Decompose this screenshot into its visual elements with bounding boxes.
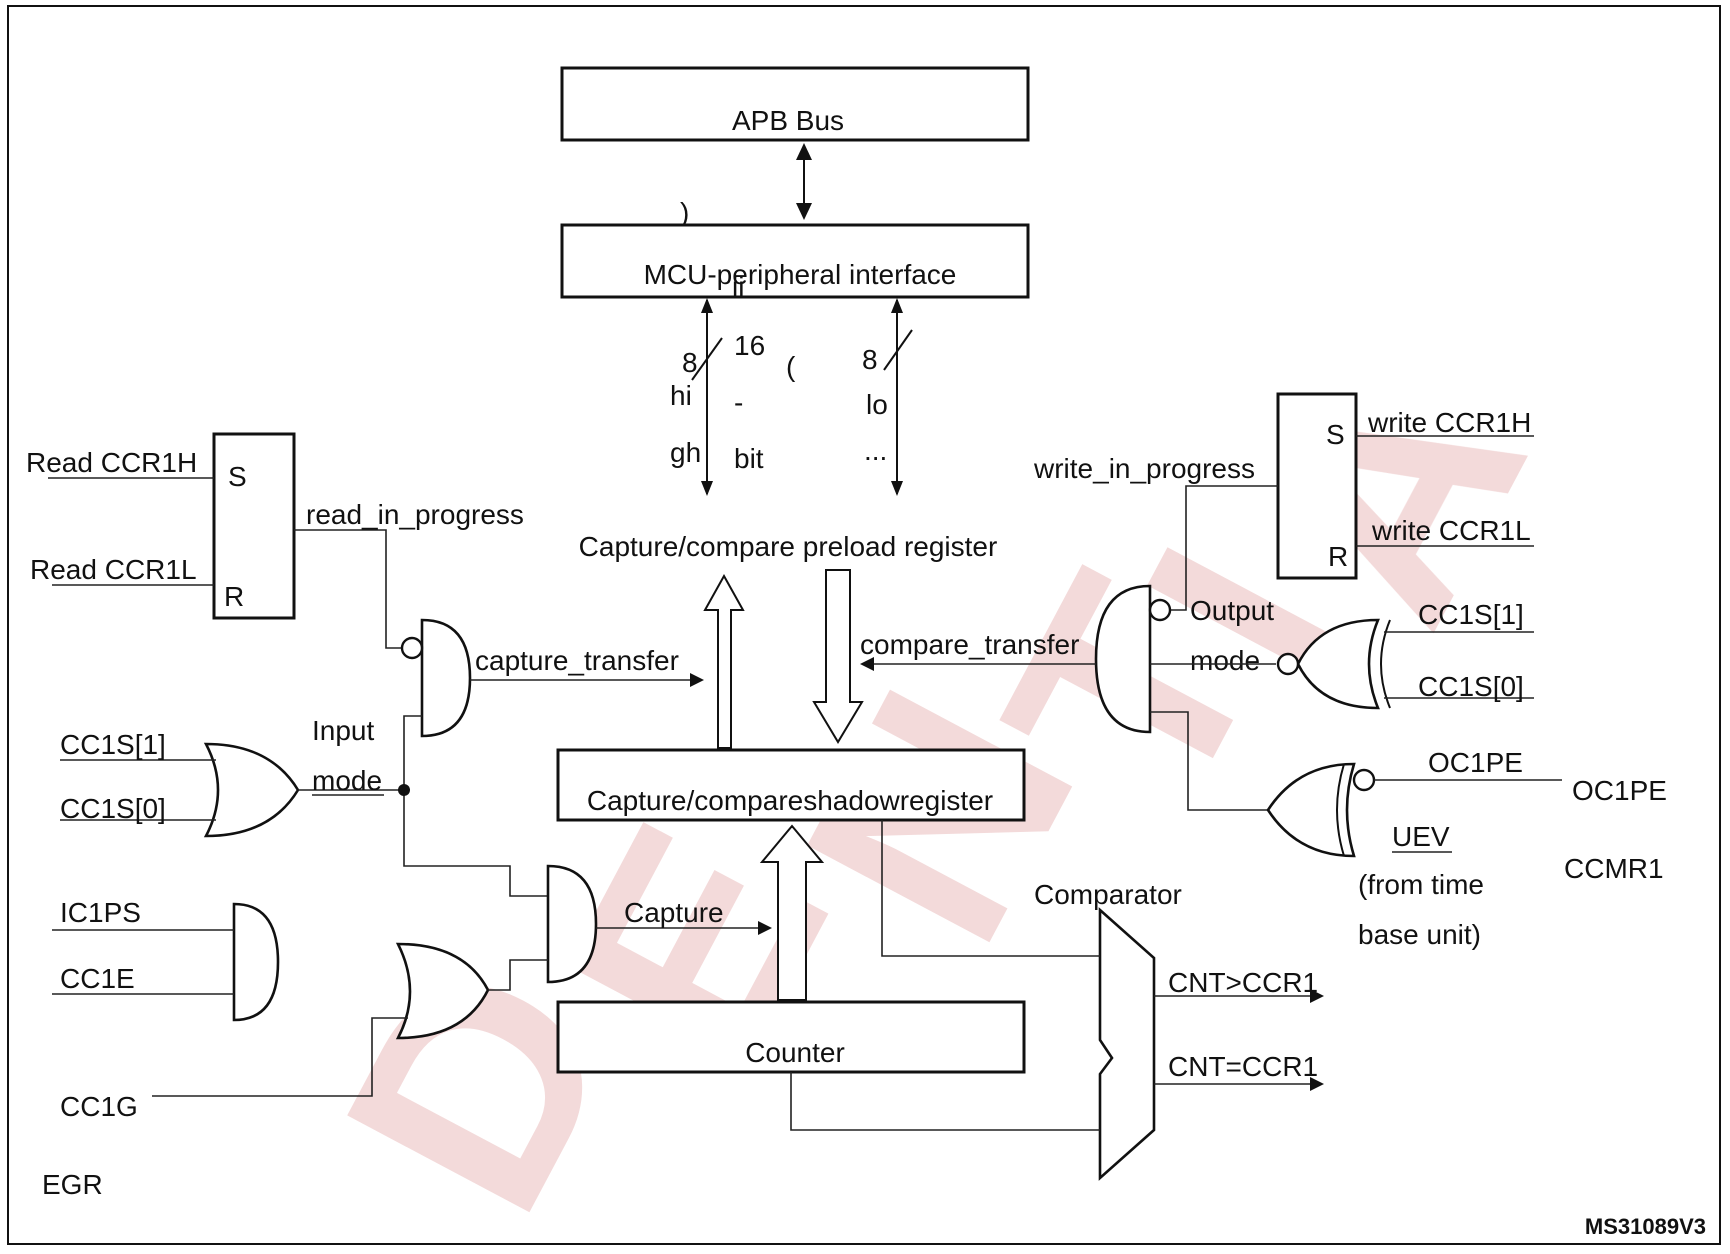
compare-down-arrow [812,569,864,744]
capture-label: Capture [624,897,724,928]
shadow-register-label: Capture/compareshadowregister [587,785,993,816]
capture-source-or-gate [395,942,490,1040]
cnt-eq-label: CNT=CCR1 [1168,1051,1318,1082]
bus-gh: gh [670,437,701,468]
oc1pe-register-label: OC1PE [1572,775,1667,806]
cc1s0-left-label: CC1S[0] [60,793,166,824]
write-in-progress-wire [1170,485,1278,611]
cc1g-wire [152,1017,408,1097]
counter-block [556,1000,1026,1074]
diagram-frame [7,5,1721,1245]
compare-transfer-label: compare_transfer [860,629,1079,660]
write-latch [1276,392,1358,580]
input-mode-label: mode [312,765,382,796]
preload-register-label: Capture/compare preload register [579,531,998,562]
bus-bit: bit [734,443,764,474]
write-ccr1l-label: write CCR1L [1371,515,1531,546]
bus-eight-low: 8 [862,344,878,375]
counter-to-comparator-wire [790,1072,1100,1131]
output-mode-label: mode [1190,645,1260,676]
base-unit-label: base unit) [1358,919,1481,950]
mcu-interface-block [560,223,1030,299]
oc1pe-nor-gate [1266,762,1356,858]
input-label: Input [312,715,374,746]
read-in-progress-wire [294,529,402,649]
capture-up-arrow [703,573,745,749]
comparator-label: Comparator [1034,879,1182,910]
capture-transfer-inverter-bubble [400,636,424,660]
compare-transfer-inverter-bubble [1148,598,1172,622]
write-in-progress-label: write_in_progress [1033,453,1255,484]
apb-bus-label: APB Bus [732,105,844,136]
ic1ps-cc1e-and-gate [232,902,280,1022]
figure-code: MS31089V3 [1585,1214,1706,1239]
shadow-register-block [556,748,1026,822]
input-mode-junction [398,784,410,796]
oc1pe-inverter-bubble [1352,768,1376,792]
write-ccr1h-label: write CCR1H [1367,407,1531,438]
read-latch-pin-s: S [228,461,247,492]
cc1s0-right-label: CC1S[0] [1418,671,1524,702]
comparator-block [1098,907,1156,1181]
capture-and-gate [546,864,598,984]
read-latch [212,432,296,620]
apb-bus-block [560,66,1030,142]
output-mode-nor-bubble [1276,652,1300,676]
compare-transfer-and-gate [1094,584,1152,734]
capture-transfer-and-gate [420,618,472,738]
read-latch-pin-r: R [224,581,244,612]
output-mode-nor-gate [1296,618,1380,710]
ccmr1-label: CCMR1 [1564,853,1664,884]
mcu-interface-label: MCU-peripheral interface [644,259,957,290]
cc1s1-right-label: CC1S[1] [1418,599,1524,630]
egr-label: EGR [42,1169,103,1200]
write-latch-pin-r: R [1328,541,1348,572]
ic1ps-label: IC1PS [60,897,141,928]
apb-arrow-down [796,203,812,220]
uev-label: UEV [1392,821,1450,852]
cnt-gt-label: CNT>CCR1 [1168,967,1318,998]
oc1pe-input-label: OC1PE [1428,747,1523,778]
bus-sixteen: 16 [734,330,765,361]
from-time-label: (from time [1358,869,1484,900]
counter-label: Counter [745,1037,845,1068]
bus-dash: - [734,387,743,418]
input-mode-branch [403,715,548,897]
read-ccr1h-label: Read CCR1H [26,447,197,478]
bus-eight-high: 8 [682,347,698,378]
input-mode-or-gate [203,742,300,838]
output-label: Output [1190,595,1274,626]
cc1e-label: CC1E [60,963,135,994]
apb-arrow-up [796,143,812,160]
bus-hi: hi [670,380,692,411]
bus-lo: lo [866,389,888,420]
write-latch-pin-s: S [1326,419,1345,450]
counter-up-arrow [759,824,825,1001]
bus-paren-open: ( [786,351,796,382]
shadow-to-comparator-wire [881,820,1100,957]
capture-transfer-label: capture_transfer [475,645,679,676]
high-byte-slash [691,337,723,381]
bus-paren-close: ) [680,197,689,228]
bus-ii: ii [732,271,744,302]
read-ccr1l-label: Read CCR1L [30,554,197,585]
cc1s1-left-label: CC1S[1] [60,729,166,760]
low-byte-slash [883,329,913,371]
read-in-progress-label: read_in_progress [306,499,524,530]
bus-ellipsis: ... [864,435,887,466]
cc1g-label: CC1G [60,1091,138,1122]
